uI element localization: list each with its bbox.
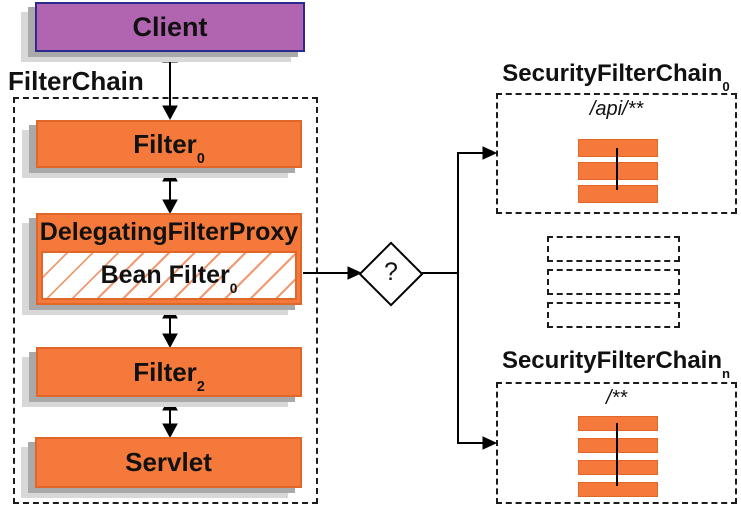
placeholder-chains bbox=[547, 236, 680, 328]
branch-trunk bbox=[419, 152, 459, 444]
filter2-label: Filter2 bbox=[133, 356, 205, 395]
arrow-to-chain-n bbox=[458, 436, 498, 450]
arrow-to-chain0 bbox=[458, 146, 498, 160]
filterchain-container bbox=[13, 97, 318, 504]
chain-n-url-pattern: /** bbox=[605, 387, 628, 409]
filter0-label: Filter0 bbox=[133, 128, 205, 167]
arrow-filter0-proxy bbox=[162, 166, 178, 215]
filter2-box: Filter2 bbox=[36, 347, 302, 397]
bean-filter-label: Bean Filter0 bbox=[100, 261, 238, 297]
placeholder-chain-box bbox=[547, 269, 680, 295]
servlet-label: Servlet bbox=[125, 447, 212, 477]
security-filter-chain-0-label: SecurityFilterChain0 bbox=[502, 60, 730, 94]
client-box: Client bbox=[35, 2, 305, 52]
client-label: Client bbox=[132, 11, 208, 42]
placeholder-chain-box bbox=[547, 236, 680, 262]
delegating-filter-proxy-box: DelegatingFilterProxy Bean Filter0 bbox=[36, 213, 302, 305]
bean-filter-box: Bean Filter0 bbox=[41, 251, 297, 300]
arrow-proxy-filter2 bbox=[162, 303, 178, 349]
security-filter-chain-n-label: SecurityFilterChainn bbox=[501, 347, 731, 381]
filterchain-label: FilterChain bbox=[8, 66, 144, 96]
arrow-client-filter0 bbox=[162, 47, 178, 121]
delegating-filter-proxy-label: DelegatingFilterProxy bbox=[39, 218, 299, 246]
decision-question-label: ? bbox=[384, 257, 398, 286]
filter0-box: Filter0 bbox=[36, 120, 302, 168]
servlet-box: Servlet bbox=[35, 437, 302, 488]
chain0-url-pattern: /api/** bbox=[589, 98, 644, 120]
arrow-filter2-servlet bbox=[162, 395, 178, 439]
placeholder-chain-box bbox=[547, 302, 680, 328]
arrow-bean-to-decision bbox=[303, 266, 363, 280]
